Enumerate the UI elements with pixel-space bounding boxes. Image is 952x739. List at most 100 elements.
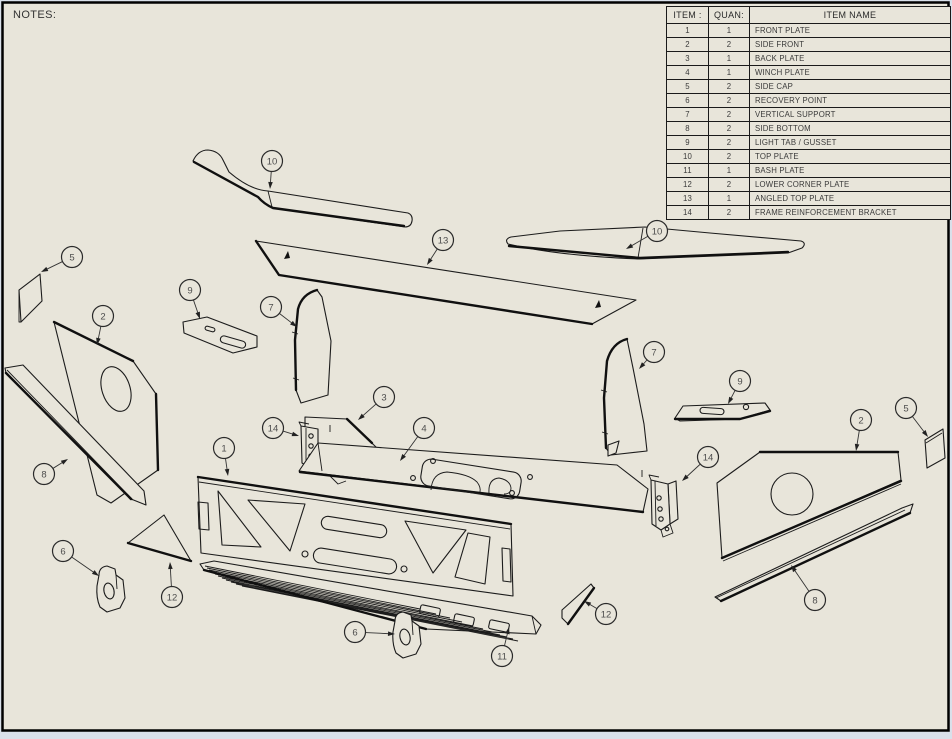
balloon-number: 3 bbox=[381, 392, 386, 403]
balloon-circle bbox=[51, 539, 75, 563]
leader-line bbox=[225, 458, 228, 472]
part-5-side-cap-right bbox=[924, 428, 946, 469]
balloon-10: 10 bbox=[260, 149, 284, 189]
balloon-9: 9 bbox=[728, 369, 752, 404]
balloon-number: 6 bbox=[352, 627, 357, 638]
parts-table-cell-item: 12 bbox=[666, 177, 709, 192]
parts-table-cell-name: SIDE BOTTOM bbox=[749, 121, 951, 136]
leader-line bbox=[192, 299, 199, 315]
leader-line bbox=[793, 568, 810, 592]
parts-table-cell-name: ANGLED TOP PLATE bbox=[749, 191, 951, 206]
leader-arrowhead bbox=[60, 459, 68, 465]
leader-line bbox=[97, 326, 102, 341]
balloon-14: 14 bbox=[682, 445, 720, 481]
balloon-10: 10 bbox=[626, 219, 669, 249]
leader-arrowhead bbox=[626, 243, 634, 249]
balloon-number: 8 bbox=[41, 469, 46, 480]
balloon-number: 8 bbox=[812, 595, 817, 606]
balloon-circle bbox=[372, 385, 396, 409]
leader-arrowhead bbox=[682, 474, 689, 481]
leader-line bbox=[71, 556, 96, 574]
parts-table-cell-quan: 2 bbox=[708, 79, 750, 94]
leader-line bbox=[856, 430, 860, 447]
balloon-circle bbox=[412, 416, 436, 440]
parts-table-cell-quan: 1 bbox=[708, 191, 750, 206]
leader-line bbox=[279, 313, 294, 325]
balloon-circle bbox=[259, 295, 283, 319]
part-7-vertical-support-left bbox=[291, 288, 332, 404]
balloon-circle bbox=[160, 585, 184, 609]
parts-table-cell-quan: 1 bbox=[708, 163, 750, 178]
part-14-frame-reinforcement-bracket-right bbox=[648, 474, 679, 538]
balloon-circle bbox=[728, 369, 752, 393]
part-8-side-bottom-left bbox=[4, 364, 147, 506]
part-9-light-tab-gusset-right bbox=[673, 402, 772, 422]
leader-arrowhead bbox=[728, 396, 734, 404]
part-1-front-plate bbox=[196, 475, 514, 597]
balloon-number: 10 bbox=[267, 156, 278, 167]
leader-line bbox=[429, 248, 438, 262]
balloon-circle bbox=[849, 408, 873, 432]
leader-arrowhead bbox=[41, 266, 49, 272]
leader-line bbox=[45, 261, 63, 271]
balloon-number: 9 bbox=[187, 285, 192, 296]
balloon-circle bbox=[260, 149, 284, 173]
part-6-recovery-point-right bbox=[392, 611, 422, 659]
balloon-number: 6 bbox=[60, 546, 65, 557]
part-13-angled-top-plate bbox=[254, 239, 637, 326]
parts-table-cell-item: 6 bbox=[666, 93, 709, 108]
part-2-side-front-right bbox=[716, 450, 903, 562]
balloon-9: 9 bbox=[178, 278, 202, 319]
balloon-circle bbox=[594, 602, 618, 626]
parts-table-cell-item: 10 bbox=[666, 149, 709, 164]
balloon-4: 4 bbox=[400, 416, 436, 461]
balloon-11: 11 bbox=[490, 627, 514, 668]
column-header-item: ITEM : bbox=[666, 6, 709, 24]
parts-table-cell-name: TOP PLATE bbox=[749, 149, 951, 164]
part-5-side-cap-left bbox=[18, 273, 43, 323]
parts-table-cell-item: 8 bbox=[666, 121, 709, 136]
parts-table-cell-quan: 2 bbox=[708, 149, 750, 164]
parts-table-cell-quan: 2 bbox=[708, 205, 750, 220]
leader-line bbox=[365, 632, 391, 635]
balloon-number: 12 bbox=[601, 609, 612, 620]
balloon-6: 6 bbox=[343, 620, 395, 644]
balloon-number: 2 bbox=[858, 415, 863, 426]
parts-table-cell-quan: 2 bbox=[708, 107, 750, 122]
leader-arrowhead bbox=[268, 181, 273, 189]
balloon-13: 13 bbox=[427, 228, 455, 265]
part-12-lower-corner-plate-left bbox=[126, 514, 193, 563]
parts-table-cell-name: VERTICAL SUPPORT bbox=[749, 107, 951, 122]
parts-table-cell-quan: 1 bbox=[708, 65, 750, 80]
balloon-circle bbox=[60, 245, 84, 269]
balloon-circle bbox=[803, 588, 827, 612]
balloon-circle bbox=[696, 445, 720, 469]
parts-table-cell-name: LIGHT TAB / GUSSET bbox=[749, 135, 951, 150]
parts-table-cell-item: 7 bbox=[666, 107, 709, 122]
parts-table-cell-item: 11 bbox=[666, 163, 709, 178]
leader-line bbox=[402, 436, 419, 458]
balloon-6: 6 bbox=[51, 539, 99, 576]
parts-table-cell-quan: 2 bbox=[708, 121, 750, 136]
column-header-quan: QUAN: bbox=[708, 6, 750, 24]
parts-table-cell-item: 2 bbox=[666, 37, 709, 52]
leader-arrowhead bbox=[358, 413, 365, 420]
balloon-circle bbox=[490, 644, 514, 668]
balloon-5: 5 bbox=[41, 245, 84, 272]
leader-arrowhead bbox=[96, 337, 101, 345]
balloon-7: 7 bbox=[639, 340, 666, 369]
leader-arrowhead bbox=[195, 311, 200, 319]
balloon-2: 2 bbox=[849, 408, 873, 451]
leader-arrowhead bbox=[639, 362, 646, 369]
balloon-circle bbox=[212, 436, 236, 460]
parts-table-cell-name: WINCH PLATE bbox=[749, 65, 951, 80]
